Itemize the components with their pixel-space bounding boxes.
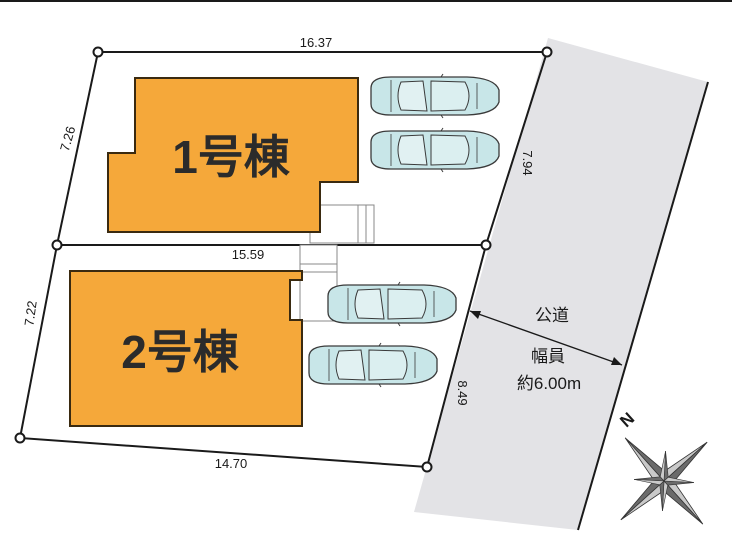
dimension-lot1-left: 7.26	[57, 125, 78, 153]
road-name: 公道	[535, 306, 569, 325]
dimension-lot1-right: 7.94	[520, 150, 535, 175]
parking-car-1	[370, 73, 500, 119]
road-width-arrow	[469, 310, 623, 366]
north-letter: N	[616, 409, 638, 431]
parking-car-4	[308, 342, 438, 388]
building-2-label: 2号棟	[121, 326, 240, 378]
road-width-label: 幅員	[531, 347, 565, 366]
dimension-lot1-top: 16.37	[300, 35, 333, 50]
road-width-value: 約6.00m	[517, 374, 581, 393]
corner-marker	[51, 239, 63, 251]
lot2-entrance-steps	[299, 244, 338, 322]
corner-marker	[480, 239, 492, 251]
dimension-lot2-bottom: 14.70	[215, 456, 248, 471]
parking-car-3	[327, 281, 457, 327]
corner-marker	[92, 46, 104, 58]
road-area	[414, 38, 708, 530]
corner-marker	[14, 432, 26, 444]
building-2	[69, 270, 303, 427]
corner-marker	[421, 461, 433, 473]
building-1-label: 1号棟	[172, 131, 291, 183]
dimension-lot2-left: 7.22	[21, 300, 39, 327]
north-compass-icon	[620, 437, 708, 525]
road-far-edge	[577, 81, 709, 531]
dimension-lot2-right: 8.49	[455, 380, 470, 405]
parking-car-2	[370, 127, 500, 173]
corner-marker	[541, 46, 553, 58]
building-1	[107, 77, 359, 233]
dimension-shared: 15.59	[232, 247, 265, 262]
